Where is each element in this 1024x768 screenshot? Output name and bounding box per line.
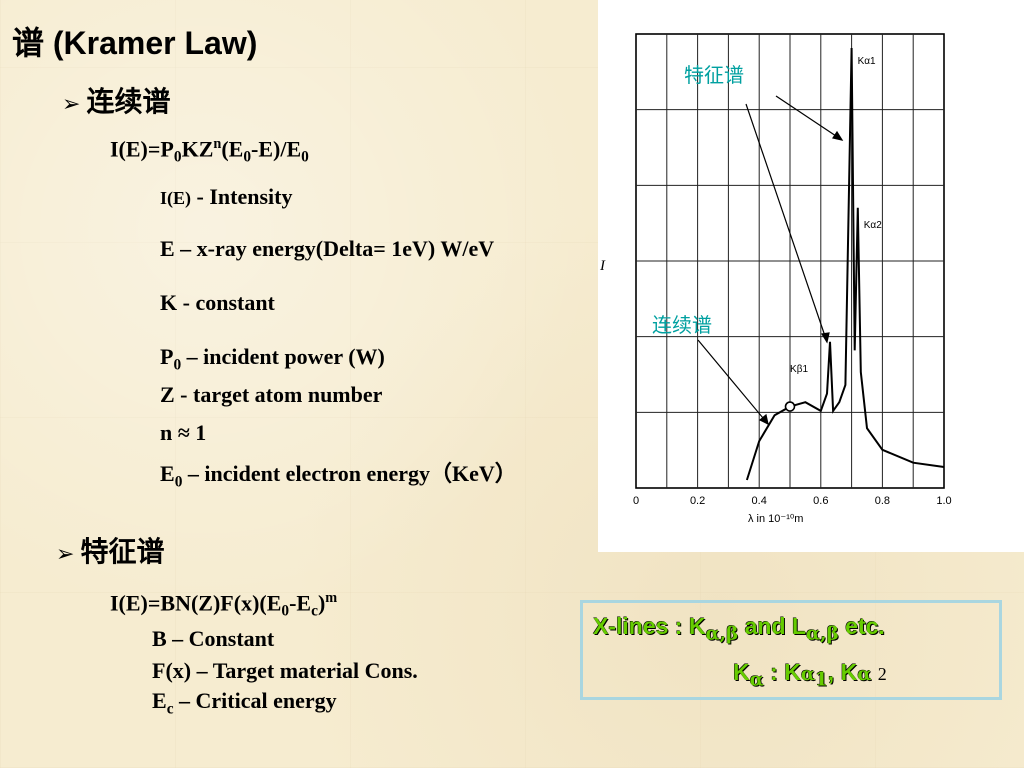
continuum-max-marker <box>784 401 796 412</box>
x-tick-label: 0.6 <box>813 495 828 507</box>
def-constant: K - constant <box>160 290 275 315</box>
x-tick-labels: 0 0.2 0.4 0.6 0.8 1.0 <box>633 495 952 507</box>
k-alpha-text: Kα : Kα1, Kα 2 <box>733 659 887 691</box>
continuous-heading: 连续谱 <box>86 85 171 118</box>
peak-label: Kα1 <box>858 56 876 67</box>
chart-grid <box>635 33 945 489</box>
x-tick-label: 1.0 <box>936 495 951 507</box>
bullet-characteristic: ➢特征谱 <box>56 530 164 570</box>
characteristic-heading: 特征谱 <box>80 535 165 568</box>
x-tick-label: 0.4 <box>752 495 767 507</box>
label-continuous: 连续谱 <box>652 313 712 337</box>
def-electron-energy: E0 – incident electron energy（KeV） <box>160 461 517 491</box>
arrow-head-icon <box>832 130 844 141</box>
page-title: 谱 (Kramer Law) <box>12 25 258 61</box>
arrow-to-kb1 <box>745 103 828 343</box>
def-b-constant: B – Constant <box>152 626 275 651</box>
x-lines-text: X-lines : Kα,β and Lα,β etc. <box>593 613 885 645</box>
bullet-arrow-icon: ➢ <box>62 92 81 117</box>
peak-label: Kα2 <box>864 220 882 231</box>
def-intensity: I(E) - Intensity <box>160 184 293 209</box>
label-characteristic: 特征谱 <box>684 63 744 87</box>
spectrum-curve <box>745 47 945 481</box>
bullet-arrow-icon: ➢ <box>56 542 75 567</box>
x-tick-label: 0.8 <box>875 495 890 507</box>
annotation-arrows <box>697 95 844 426</box>
x-axis-label: λ in 10⁻¹⁰m <box>748 513 803 525</box>
def-n: n ≈ 1 <box>160 420 207 445</box>
arrow-head-icon <box>821 332 830 344</box>
arrow-to-ka1 <box>775 95 843 141</box>
x-lines-callout: X-lines : Kα,β and Lα,β etc. Kα : Kα1, K… <box>580 600 1002 700</box>
def-power: P0 – incident power (W) <box>160 344 385 374</box>
def-atom-number: Z - target atom number <box>160 382 383 407</box>
y-axis-label: I <box>599 258 606 274</box>
x-tick-label: 0 <box>633 495 639 507</box>
characteristic-formula: I(E)=BN(Z)F(x)(E0-Ec)m <box>110 590 338 620</box>
arrow-to-continuum <box>697 339 769 425</box>
bullet-continuous: ➢连续谱 <box>62 80 170 120</box>
peak-label: Kβ1 <box>790 364 808 375</box>
x-tick-label: 0.2 <box>690 495 705 507</box>
def-energy: E – x-ray energy(Delta= 1eV) W/eV <box>160 236 495 261</box>
kramer-formula: I(E)=P0KZn(E0-E)/E0 <box>110 136 309 166</box>
arrow-head-icon <box>758 413 769 426</box>
def-fx: F(x) – Target material Cons. <box>152 658 418 683</box>
def-critical-energy: Ec – Critical energy <box>152 688 337 718</box>
